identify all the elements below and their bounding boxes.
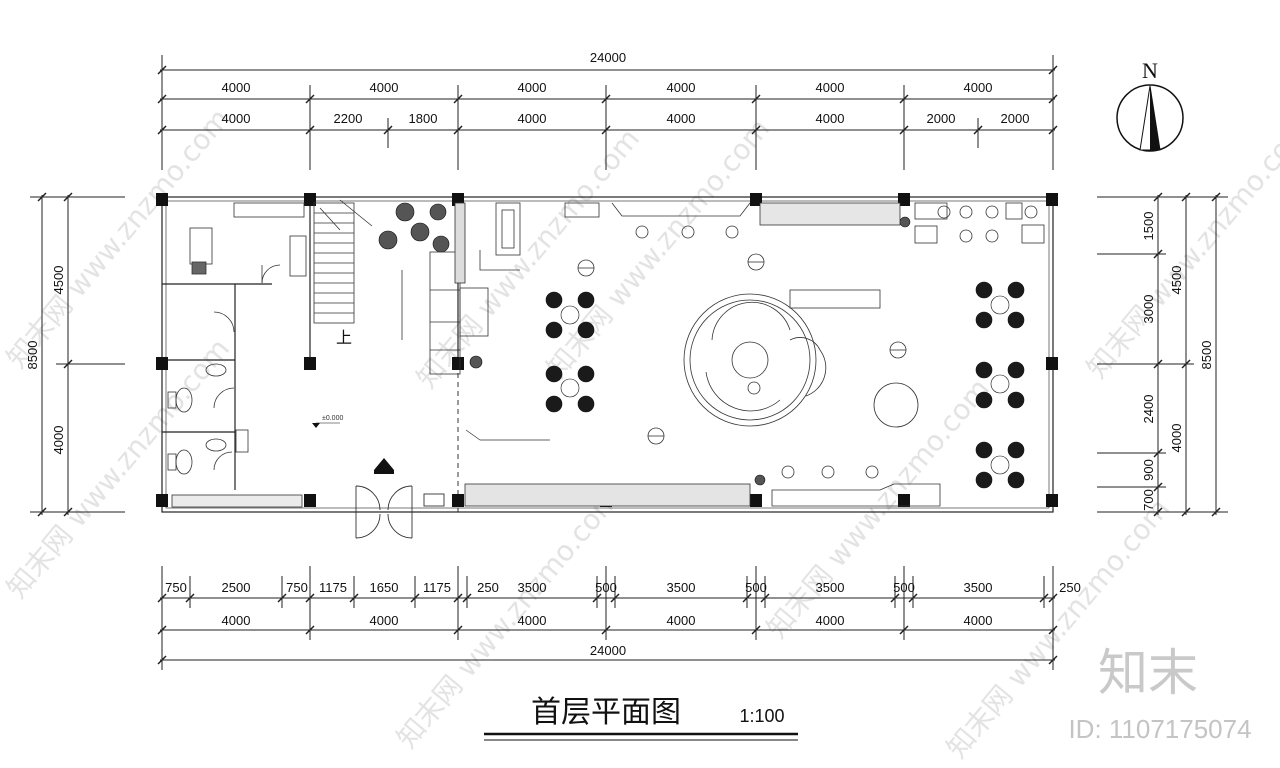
dim-text: 500 <box>595 580 617 595</box>
bottom-dimensions <box>157 566 1058 670</box>
stair-up-label: 上 <box>336 329 352 347</box>
dim-text: 1175 <box>319 580 347 595</box>
dim-text: 500 <box>893 580 915 595</box>
service-counters <box>564 202 1045 244</box>
dim-text: 700 <box>1141 489 1156 511</box>
dim-text: 3000 <box>1141 295 1156 324</box>
dim-text: 4000 <box>370 613 399 628</box>
dim-text: 4500 <box>1169 266 1184 295</box>
dim-text: 8500 <box>25 341 40 370</box>
watermark-strips: 知末网 www.znzmo.com 知末网 www.znzmo.com 知末网 … <box>0 102 1280 764</box>
dim-text: 2500 <box>222 580 251 595</box>
dim-text: 2400 <box>1141 395 1156 424</box>
dim-text: 4000 <box>964 80 993 95</box>
entrance-doors <box>355 485 445 539</box>
dim-text: 4000 <box>1169 424 1184 453</box>
dim-text: 750 <box>165 580 187 595</box>
watermark-strip: 知末网 www.znzmo.com <box>540 112 776 384</box>
dim-bottom-total: 24000 <box>590 643 626 658</box>
watermark-strip: 知末网 www.znzmo.com <box>410 122 646 394</box>
dim-text: 4000 <box>816 613 845 628</box>
top-dimensions <box>157 55 1058 170</box>
toilet-fixtures <box>167 311 249 475</box>
dim-text: 3500 <box>667 580 696 595</box>
dim-text: 4000 <box>667 111 696 126</box>
dim-text: 750 <box>286 580 308 595</box>
watermark-strip: 知末网 www.znzmo.com <box>0 332 236 604</box>
dim-text: 4000 <box>667 613 696 628</box>
watermark-strip: 知末网 www.znzmo.com <box>0 102 236 374</box>
dim-text: 2200 <box>334 111 363 126</box>
dim-text: 8500 <box>1199 341 1214 370</box>
dim-text: 4000 <box>51 426 66 455</box>
dim-text: 2000 <box>927 111 956 126</box>
watermark-id: ID: 1107175074 <box>1068 714 1251 744</box>
bench-strips <box>171 483 941 508</box>
drawing-scale: 1:100 <box>739 706 784 726</box>
dim-text: 4000 <box>518 613 547 628</box>
dim-text: 4000 <box>518 111 547 126</box>
round-table <box>873 382 919 428</box>
dim-text: 4000 <box>222 111 251 126</box>
dim-text: 3500 <box>816 580 845 595</box>
dim-text: 1650 <box>370 580 399 595</box>
drawing-title-block: 首层平面图 1:100 <box>484 695 798 741</box>
north-label: N <box>1142 58 1158 83</box>
watermark-strip: 知末网 www.znzmo.com <box>1080 112 1280 384</box>
dim-text: 4000 <box>222 613 251 628</box>
left-dimension-texts: 8500 4500 4000 <box>25 266 66 455</box>
dim-text: 1500 <box>1141 212 1156 241</box>
dim-text: 3500 <box>518 580 547 595</box>
central-round-bar <box>683 289 881 427</box>
right-dimensions <box>1097 192 1228 517</box>
annotation-leader <box>465 429 550 441</box>
staircase <box>313 199 403 340</box>
display-shelves <box>429 202 521 375</box>
dim-text: 4000 <box>816 80 845 95</box>
drawing-title: 首层平面图 <box>531 695 681 730</box>
entrance-arrow-icon <box>374 458 394 474</box>
bar-stools <box>635 205 1038 479</box>
watermark-logo-text: 知末 <box>1098 644 1198 702</box>
elevation-label: ±0.000 <box>322 415 343 422</box>
bottom-dimension-texts: 750 2500 750 1175 1650 1175 250 3500 500… <box>165 580 1081 658</box>
dim-text: 900 <box>1141 459 1156 481</box>
dim-text: 4000 <box>370 80 399 95</box>
dim-text: 4000 <box>667 80 696 95</box>
dining-tables <box>545 281 1025 489</box>
top-dimension-texts: 24000 4000 4000 4000 4000 4000 4000 4000… <box>222 50 1030 126</box>
dim-text: 250 <box>1059 580 1081 595</box>
dim-text: 1800 <box>409 111 438 126</box>
dim-text: 500 <box>745 580 767 595</box>
right-dimension-texts: 1500 3000 2400 900 700 4500 4000 8500 <box>1141 212 1214 511</box>
dim-text: 4000 <box>964 613 993 628</box>
dim-text: 4000 <box>222 80 251 95</box>
dim-text: 4000 <box>518 80 547 95</box>
dim-text: 2000 <box>1001 111 1030 126</box>
watermark-strip: 知末网 www.znzmo.com <box>760 372 996 644</box>
column-markers <box>577 253 907 445</box>
watermark-logo: 知末 ID: 1107175074 <box>1068 644 1251 744</box>
dim-text: 4000 <box>816 111 845 126</box>
structural-columns <box>156 193 1058 507</box>
plant-icon <box>378 202 911 486</box>
north-arrow-icon: N <box>1116 58 1184 152</box>
dim-top-total: 24000 <box>590 50 626 65</box>
dim-text: 1175 <box>423 580 451 595</box>
elevation-mark: ±0.000 <box>312 415 343 428</box>
dim-text: 3500 <box>964 580 993 595</box>
dim-text: 250 <box>477 580 499 595</box>
left-dimensions <box>30 192 125 517</box>
dim-text: 4500 <box>51 266 66 295</box>
office-furniture <box>189 202 307 284</box>
